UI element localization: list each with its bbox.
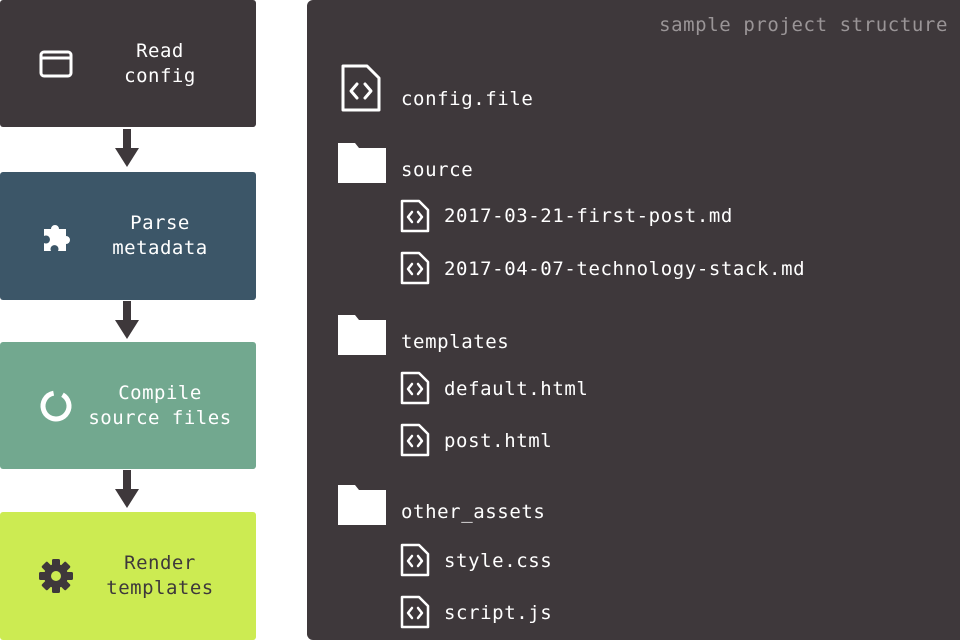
- file-name: style.css: [444, 550, 553, 572]
- down-arrow-icon: [115, 129, 139, 167]
- step-label: Parse metadata: [112, 212, 208, 259]
- folder-icon: [338, 143, 386, 183]
- file-name: default.html: [444, 378, 589, 400]
- folder-name: templates: [401, 331, 510, 353]
- code-file-icon: [341, 64, 381, 112]
- project-structure-panel: sample project structure config.file sou…: [307, 0, 960, 640]
- code-file-icon: [400, 199, 430, 233]
- file-name: post.html: [444, 430, 553, 452]
- step-parse-metadata: Parse metadata: [0, 172, 256, 300]
- folder-name: other_assets: [401, 501, 546, 523]
- window-icon: [36, 44, 76, 84]
- step-compile-source: Compile source files: [0, 342, 256, 469]
- loading-ring-icon: [36, 386, 76, 426]
- panel-caption: sample project structure: [659, 14, 948, 36]
- file-name: script.js: [444, 602, 553, 624]
- code-file-icon: [400, 371, 430, 405]
- step-label: Read config: [124, 39, 196, 87]
- gear-icon: [36, 556, 76, 596]
- down-arrow-icon: [115, 301, 139, 339]
- code-file-icon: [400, 595, 430, 629]
- step-read-config: Read config: [0, 0, 256, 127]
- down-arrow-icon: [115, 470, 139, 508]
- step-label: Compile source files: [88, 381, 232, 429]
- file-name: config.file: [401, 88, 534, 110]
- folder-icon: [338, 485, 386, 525]
- code-file-icon: [400, 543, 430, 577]
- step-render-templates: Render templates: [0, 512, 256, 640]
- code-file-icon: [400, 423, 430, 457]
- file-name: 2017-03-21-first-post.md: [444, 205, 733, 227]
- folder-icon: [338, 315, 386, 355]
- file-name: 2017-04-07-technology-stack.md: [444, 258, 806, 280]
- step-label: Render templates: [106, 552, 214, 599]
- code-file-icon: [400, 251, 430, 285]
- puzzle-icon: [36, 216, 76, 256]
- folder-name: source: [401, 159, 474, 181]
